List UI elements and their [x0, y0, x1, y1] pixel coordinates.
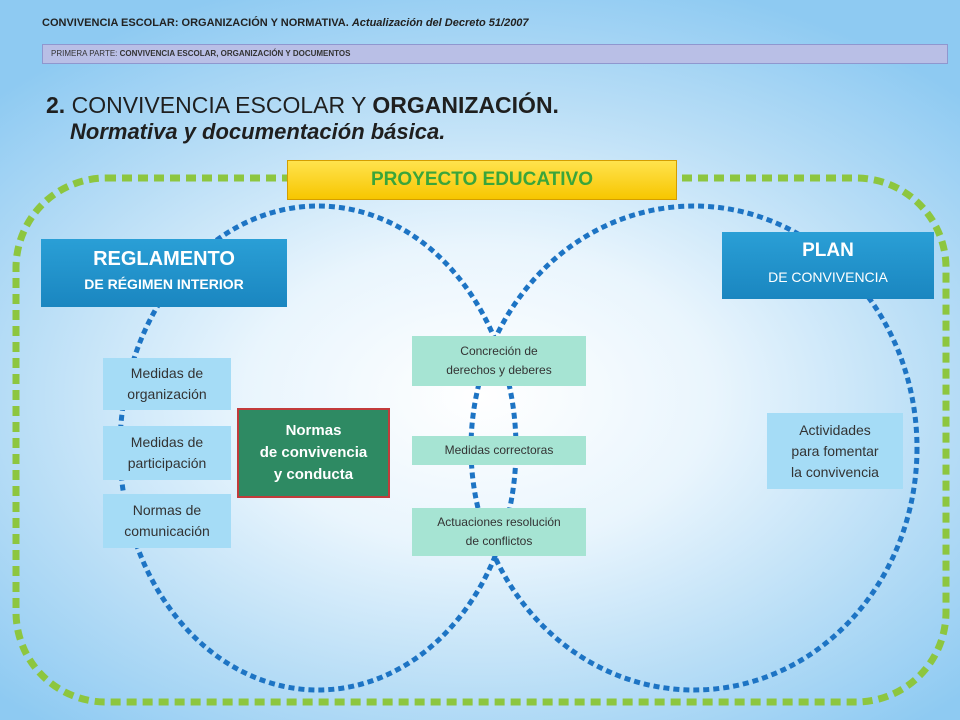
course-title: CONVIVENCIA ESCOLAR: ORGANIZACIÓN Y NORM…: [42, 17, 349, 29]
item-line: Normas de: [132, 502, 202, 518]
normas-convivencia-box: Normas de convivencia y conducta: [237, 408, 390, 498]
medidas-participacion-box: Medidas de participación: [103, 426, 231, 480]
normas-line: Normas: [285, 422, 342, 439]
course-update: Actualización del Decreto 51/2007: [351, 17, 529, 29]
normas-line: y conducta: [273, 466, 354, 483]
title-emph: ORGANIZACIÓN.: [372, 92, 559, 118]
part-bar: PRIMERA PARTE: CONVIVENCIA ESCOLAR, ORGA…: [42, 44, 948, 64]
medidas-organizacion-box: Medidas de organización: [103, 358, 231, 410]
item-line: participación: [127, 455, 207, 471]
page-subtitle: Normativa y documentación básica.: [70, 119, 446, 144]
item-line: Actuaciones resolución: [437, 515, 561, 529]
plan-sub: DE CONVIVENCIA: [768, 269, 888, 285]
page-title: 2. CONVIVENCIA ESCOLAR Y ORGANIZACIÓN.: [46, 92, 559, 119]
item-line: organización: [127, 386, 207, 402]
reglamento-sub: DE RÉGIMEN INTERIOR: [84, 276, 244, 292]
medidas-correctoras-box: Medidas correctoras: [412, 436, 586, 465]
course-header: CONVIVENCIA ESCOLAR: ORGANIZACIÓN Y NORM…: [42, 17, 529, 29]
actividades-fomentar-box: Actividades para fomentar la convivencia: [767, 413, 903, 489]
normas-comunicacion-box: Normas de comunicación: [103, 494, 231, 548]
proyecto-educativo-box: PROYECTO EDUCATIVO: [287, 160, 677, 200]
item-line: Actividades: [799, 421, 871, 438]
item-line: la convivencia: [791, 463, 879, 480]
part-label: CONVIVENCIA ESCOLAR, ORGANIZACIÓN Y DOCU…: [119, 49, 351, 58]
item-line: para fomentar: [791, 442, 879, 459]
item-line: Medidas de: [130, 434, 204, 450]
concrecion-derechos-box: Concreción de derechos y deberes: [412, 336, 586, 386]
plan-box: PLAN DE CONVIVENCIA: [722, 232, 934, 299]
item-line: de conflictos: [465, 534, 533, 548]
reglamento-title: REGLAMENTO: [93, 248, 235, 270]
item-line: Medidas de: [130, 365, 204, 381]
item-line: Medidas correctoras: [444, 443, 554, 457]
part-prefix: PRIMERA PARTE:: [51, 49, 120, 58]
reglamento-box: REGLAMENTO DE RÉGIMEN INTERIOR: [41, 239, 287, 307]
item-line: Concreción de: [460, 344, 538, 358]
actuaciones-resolucion-box: Actuaciones resolución de conflictos: [412, 508, 586, 556]
normas-line: de convivencia: [259, 444, 368, 461]
item-line: derechos y deberes: [446, 363, 552, 377]
item-line: comunicación: [124, 523, 210, 539]
plan-title: PLAN: [802, 240, 854, 261]
title-main: CONVIVENCIA ESCOLAR Y: [65, 92, 373, 118]
title-number: 2.: [46, 92, 66, 118]
